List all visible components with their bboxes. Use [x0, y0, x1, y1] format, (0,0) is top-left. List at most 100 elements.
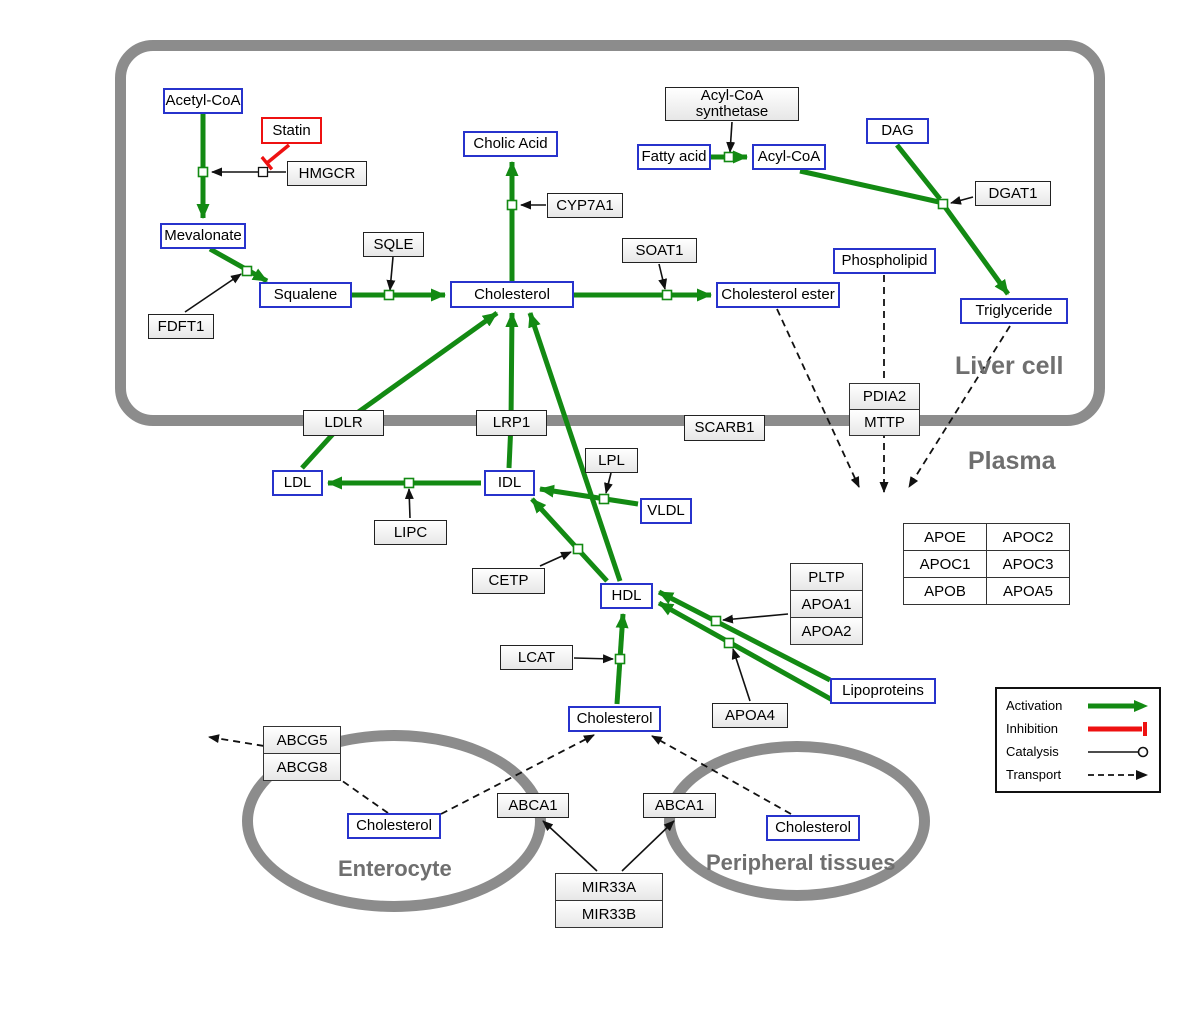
node-dag[interactable]: DAG [866, 118, 929, 144]
node-apob[interactable]: APOB [904, 578, 986, 604]
node-lipoproteins[interactable]: Lipoproteins [830, 678, 936, 704]
edge-acylcoa-junction [799, 168, 940, 205]
edge-apoa-stack-catalysis [722, 613, 789, 624]
node-fatty-acid[interactable]: Fatty acid [637, 144, 711, 170]
node-fdft1[interactable]: FDFT1 [148, 314, 214, 339]
edge-lipoproteins-hdl-1 [657, 589, 832, 683]
legend-activation-label: Activation [1006, 698, 1063, 713]
node-cholic-acid[interactable]: Cholic Acid [463, 131, 558, 157]
edge-lpl-catalysis [604, 472, 613, 494]
node-abcg5[interactable]: ABCG5 [264, 727, 340, 753]
node-vldl[interactable]: VLDL [640, 498, 692, 524]
node-pdia2[interactable]: PDIA2 [850, 384, 919, 409]
edge-statin-inhibition [260, 143, 291, 171]
edge-cholesterolester-plasma [776, 308, 860, 488]
edge-lcat-catalysis [573, 654, 614, 664]
node-acetyl-coa[interactable]: Acetyl-CoA [163, 88, 243, 114]
node-statin[interactable]: Statin [261, 117, 322, 144]
node-ldl[interactable]: LDL [272, 470, 323, 496]
node-group-abcg5-abcg8: ABCG5 ABCG8 [263, 726, 341, 781]
edge-cetp-catalysis [539, 551, 572, 567]
edge-hdl-idl-cetp [530, 497, 609, 583]
legend-inhibition-label: Inhibition [1006, 721, 1059, 736]
edge-cholesterol-abcg-export [208, 734, 389, 814]
node-mir33b[interactable]: MIR33B [556, 901, 662, 927]
edge-ldl-cholesterol [300, 310, 499, 470]
node-cetp[interactable]: CETP [472, 568, 545, 594]
node-cyp7a1[interactable]: CYP7A1 [547, 193, 623, 218]
legend-row-transport: Transport [1006, 767, 1150, 783]
legend-row-activation: Activation [1006, 698, 1150, 714]
node-pltp[interactable]: PLTP [791, 564, 862, 590]
edge-junction-triglyceride [942, 205, 1011, 296]
liver-cell-label: Liver cell [955, 352, 1064, 380]
catalysis-circle-icon [1088, 746, 1149, 757]
node-soat1[interactable]: SOAT1 [622, 238, 697, 263]
node-lpl[interactable]: LPL [585, 448, 638, 473]
node-hdl[interactable]: HDL [600, 583, 653, 609]
edge-acylcoasynthetase-catalysis [726, 121, 736, 153]
edge-hdl-cholesterol [527, 312, 623, 582]
node-cholesterol-liver[interactable]: Cholesterol [450, 281, 574, 308]
edge-enterocyte-cholesterol-plasma [440, 734, 595, 815]
node-hmgcr[interactable]: HMGCR [287, 161, 367, 186]
node-scarb1[interactable]: SCARB1 [684, 415, 765, 441]
node-idl[interactable]: IDL [484, 470, 535, 496]
node-dgat1[interactable]: DGAT1 [975, 181, 1051, 206]
edge-lipoproteins-hdl-2 [657, 600, 838, 705]
node-phospholipid[interactable]: Phospholipid [833, 248, 936, 274]
node-abcg8[interactable]: ABCG8 [264, 754, 340, 780]
legend-row-inhibition: Inhibition [1006, 721, 1150, 737]
apolipoprotein-table: APOE APOC2 APOC1 APOC3 APOB APOA5 [903, 523, 1070, 605]
edge-triglyceride-plasma [908, 325, 1011, 488]
node-apoc1[interactable]: APOC1 [904, 551, 986, 577]
transport-dashed-arrow-icon [1088, 769, 1148, 780]
peripheral-tissues-label: Peripheral tissues [706, 850, 896, 875]
node-abca1-right[interactable]: ABCA1 [643, 793, 716, 818]
edge-fdft1-catalysis [184, 273, 242, 313]
node-apoe[interactable]: APOE [904, 524, 986, 550]
statin-anchor-square [257, 166, 269, 178]
node-apoa4[interactable]: APOA4 [712, 703, 788, 728]
node-lcat[interactable]: LCAT [500, 645, 573, 670]
node-group-mir33: MIR33A MIR33B [555, 873, 663, 928]
enterocyte-label: Enterocyte [338, 856, 452, 881]
edge-vldl-idl [539, 484, 639, 507]
node-apoa1[interactable]: APOA1 [791, 591, 862, 617]
node-cholesterol-plasma[interactable]: Cholesterol [568, 706, 661, 732]
node-cholesterol-enterocyte[interactable]: Cholesterol [347, 813, 441, 839]
node-group-pltp-apoa1-apoa2: PLTP APOA1 APOA2 [790, 563, 863, 645]
node-cholesterol-ester[interactable]: Cholesterol ester [716, 282, 840, 308]
node-acyl-coa[interactable]: Acyl-CoA [752, 144, 826, 170]
legend-transport-label: Transport [1006, 767, 1062, 782]
node-mttp[interactable]: MTTP [850, 410, 919, 435]
node-apoc2[interactable]: APOC2 [987, 524, 1069, 550]
node-triglyceride[interactable]: Triglyceride [960, 298, 1068, 324]
node-mir33a[interactable]: MIR33A [556, 874, 662, 900]
node-mevalonate[interactable]: Mevalonate [160, 223, 246, 249]
node-acyl-coa-synthetase[interactable]: Acyl-CoA synthetase [665, 87, 799, 121]
plasma-label: Plasma [968, 447, 1056, 475]
catalysis-edges [184, 121, 974, 872]
node-apoa2[interactable]: APOA2 [791, 618, 862, 644]
edge-dag-junction [895, 143, 942, 201]
node-abca1-left[interactable]: ABCA1 [497, 793, 569, 818]
node-sqle[interactable]: SQLE [363, 232, 424, 257]
node-apoc3[interactable]: APOC3 [987, 551, 1069, 577]
node-squalene[interactable]: Squalene [259, 282, 352, 308]
edge-mir33-abca1-left [542, 820, 598, 872]
node-lipc[interactable]: LIPC [374, 520, 447, 545]
edge-sqle-catalysis [386, 256, 396, 291]
legend-catalysis-label: Catalysis [1006, 744, 1059, 759]
node-apoa5[interactable]: APOA5 [987, 578, 1069, 604]
edge-apoa4-catalysis [731, 648, 751, 702]
edge-mevalonate-squalene [208, 246, 269, 284]
node-ldlr[interactable]: LDLR [303, 410, 384, 436]
node-cholesterol-peripheral[interactable]: Cholesterol [766, 815, 860, 841]
edge-dgat1-catalysis [950, 196, 974, 205]
node-lrp1[interactable]: LRP1 [476, 410, 547, 436]
activation-arrow-icon [1088, 699, 1148, 712]
edge-peripheral-cholesterol-plasma [651, 735, 792, 815]
edge-soat1-catalysis [658, 263, 668, 290]
